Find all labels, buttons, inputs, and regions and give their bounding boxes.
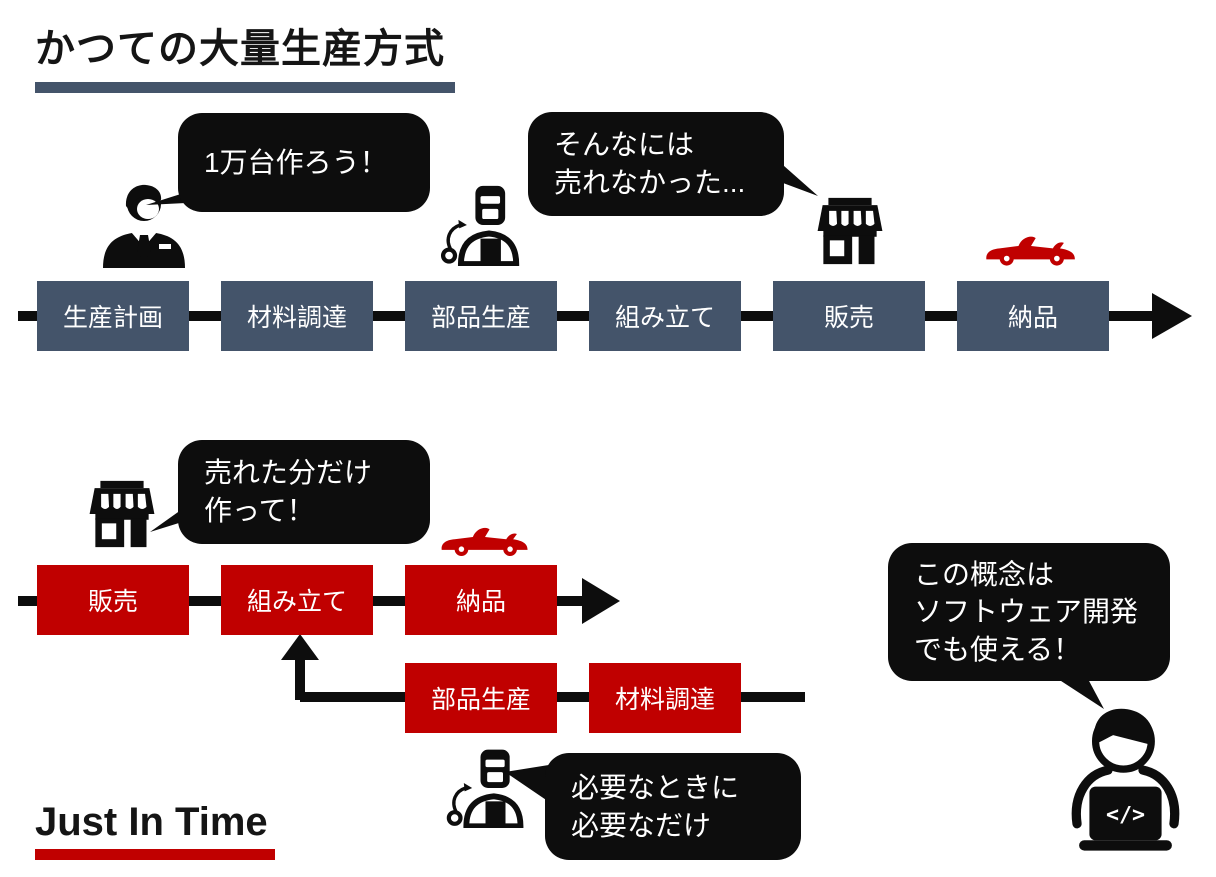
- jit-step-sales: 販売: [37, 565, 189, 635]
- flow-step-assembly: 組み立て: [589, 281, 741, 351]
- jit-step-assembly: 組み立て: [221, 565, 373, 635]
- supply-flow-vertical-line: [295, 655, 305, 700]
- bubble-sold-line2: 作って！: [204, 495, 315, 526]
- title-underline-red: [35, 849, 275, 860]
- bubble-need-line1: 必要なときに: [571, 771, 740, 803]
- flow-step-sales: 販売: [773, 281, 925, 351]
- bubble-concept-line1: この概念は: [914, 558, 1055, 590]
- jit-step-delivery: 納品: [405, 565, 557, 635]
- speech-bubble-concept-tail: [1058, 679, 1104, 709]
- jit-step-material-procurement: 材料調達: [589, 663, 741, 733]
- bubble-unsold-line2: 売れなかった...: [554, 167, 746, 198]
- jit-step-parts-production: 部品生産: [405, 663, 557, 733]
- bubble-unsold-line1: そんなには: [554, 129, 695, 161]
- speech-bubble-unsold: そんなには 売れなかった...: [528, 112, 784, 216]
- flow-step-label: 販売: [823, 304, 874, 332]
- flow-step-label: 組み立て: [614, 304, 715, 332]
- sports-car-icon: [441, 527, 528, 556]
- bubble-plan-text: 1万台作ろう！: [204, 146, 388, 178]
- bubble-concept-line2: ソフトウェア開発: [914, 596, 1139, 628]
- bubble-sold-line1: 売れた分だけ: [204, 457, 373, 489]
- bubble-concept-line3: でも使える！: [914, 633, 1082, 665]
- speech-bubble-sold: 売れた分だけ 作って！: [178, 440, 430, 544]
- section-title-mass-production: かつての大量生産方式: [35, 27, 445, 71]
- store-icon: [89, 480, 155, 548]
- flow-step-label: 材料調達: [246, 304, 347, 332]
- flow-step-label: 納品: [455, 588, 506, 616]
- welder-icon: [446, 749, 524, 828]
- businessman-icon: [103, 184, 185, 268]
- flow-step-label: 材料調達: [614, 686, 715, 714]
- sports-car-icon: [986, 236, 1075, 266]
- speech-bubble-concept: この概念は ソフトウェア開発 でも使える！: [888, 543, 1170, 681]
- flow-step-material-procurement: 材料調達: [221, 281, 373, 351]
- jit-flow-arrowhead: [582, 578, 620, 624]
- speech-bubble-need: 必要なときに 必要なだけ: [545, 753, 801, 860]
- flow-step-delivery: 納品: [957, 281, 1109, 351]
- laptop-code-glyph: </>: [1106, 803, 1145, 828]
- flow-step-label: 販売: [87, 588, 138, 616]
- bubble-need-line2: 必要なだけ: [571, 809, 712, 841]
- flow-step-label: 部品生産: [430, 686, 531, 714]
- speech-bubble-plan: 1万台作ろう！: [178, 113, 430, 212]
- title-underline-slate: [35, 82, 455, 93]
- flow-step-label: 組み立て: [246, 588, 347, 616]
- flow-step-label: 納品: [1007, 304, 1058, 332]
- top-flow-arrowhead: [1152, 293, 1192, 339]
- top-flow-line: [18, 311, 1154, 321]
- store-icon: [817, 197, 883, 265]
- speech-bubble-need-tail: [505, 764, 555, 806]
- flow-step-label: 部品生産: [430, 304, 531, 332]
- section-title-just-in-time: Just In Time: [35, 800, 268, 844]
- flow-step-label: 生産計画: [62, 304, 163, 332]
- flow-step-parts-production: 部品生産: [405, 281, 557, 351]
- supply-flow-up-arrowhead: [281, 634, 319, 660]
- developer-icon: </>: [1071, 708, 1180, 851]
- flow-step-production-plan: 生産計画: [37, 281, 189, 351]
- welder-icon: [440, 185, 520, 266]
- speech-bubble-unsold-tail: [775, 158, 818, 196]
